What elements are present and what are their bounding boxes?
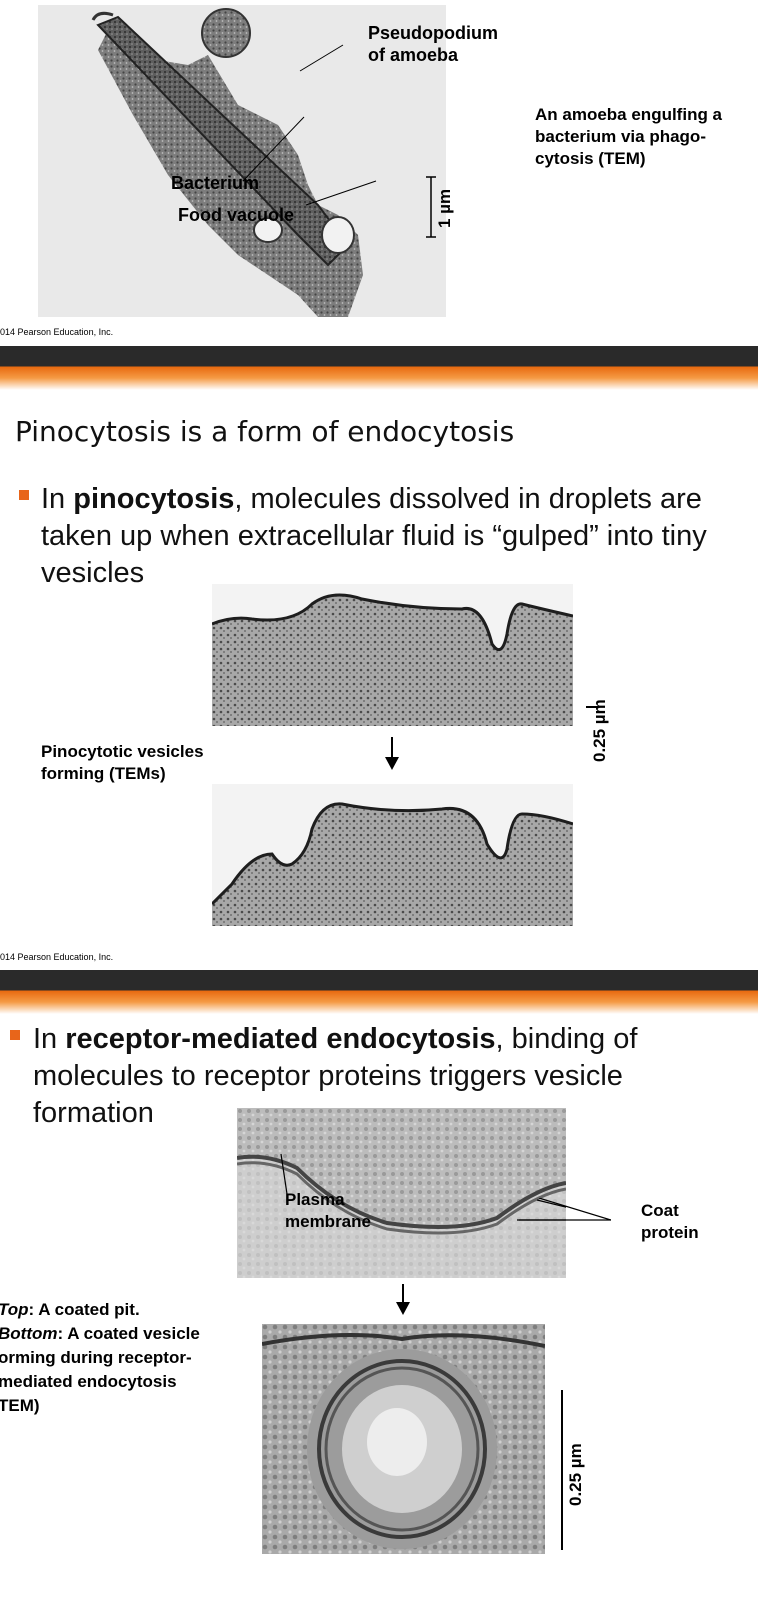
coated-vesicle-drawing	[262, 1324, 545, 1554]
food-vacuole-label: Food vacuole	[178, 205, 295, 225]
pinocytosis-tem-top	[212, 584, 573, 726]
scale-bar-025-vertical	[561, 1390, 563, 1550]
pinocytosis-caption: Pinocytotic vesicles forming (TEMs)	[41, 742, 204, 783]
coat-protein-label: Coat protein	[641, 1201, 699, 1242]
slide-divider-2	[0, 970, 758, 1014]
coated-pit-tem	[237, 1108, 566, 1278]
pinocytosis-bullet: In pinocytosis, molecules dissolved in d…	[41, 483, 707, 589]
arrow-down-icon	[384, 737, 400, 771]
bullet-icon	[10, 1030, 20, 1040]
slide-title: Pinocytosis is a form of endocytosis	[15, 415, 515, 448]
scale-025um-label-2: 0.25 µm	[566, 1443, 585, 1506]
copyright-1: 014 Pearson Education, Inc.	[0, 327, 114, 337]
copyright-2: 014 Pearson Education, Inc.	[0, 952, 114, 962]
coated-vesicle-tem	[262, 1324, 545, 1554]
pinocytosis-tem-bottom	[212, 784, 573, 926]
coated-pit-drawing	[237, 1108, 566, 1278]
plasma-membrane-label: Plasma membrane	[285, 1190, 371, 1231]
coated-pit-caption: Top: A coated pit. Bottom: A coated vesi…	[0, 1298, 228, 1418]
bacterium-label: Bacterium	[171, 173, 260, 193]
scale-025um-label-1: 0.25 µm	[590, 699, 609, 762]
caption-top-line: Top: A coated pit.	[0, 1300, 140, 1319]
coat-protein-leaders	[517, 1197, 612, 1222]
pseudopodium-label: Pseudopodium of amoeba	[368, 23, 498, 65]
amoeba-drawing	[91, 8, 436, 317]
caption-bottom-lines: Bottom: A coated vesicle orming during r…	[0, 1324, 200, 1415]
bullet-icon	[19, 490, 29, 500]
slide-divider-1	[0, 346, 758, 390]
pinocytosis-bottom-drawing	[212, 784, 573, 926]
scale-bar-025-top	[586, 706, 598, 708]
receptor-bullet: In receptor-mediated endocytosis, bindin…	[33, 1023, 638, 1129]
pinocytosis-top-drawing	[212, 584, 573, 726]
phagocytosis-caption: An amoeba engulfing a bacterium via phag…	[535, 105, 723, 168]
arrow-down-icon	[395, 1284, 411, 1316]
amoeba-tem-image	[38, 5, 446, 317]
scale-1um-label: 1 µm	[435, 188, 454, 228]
